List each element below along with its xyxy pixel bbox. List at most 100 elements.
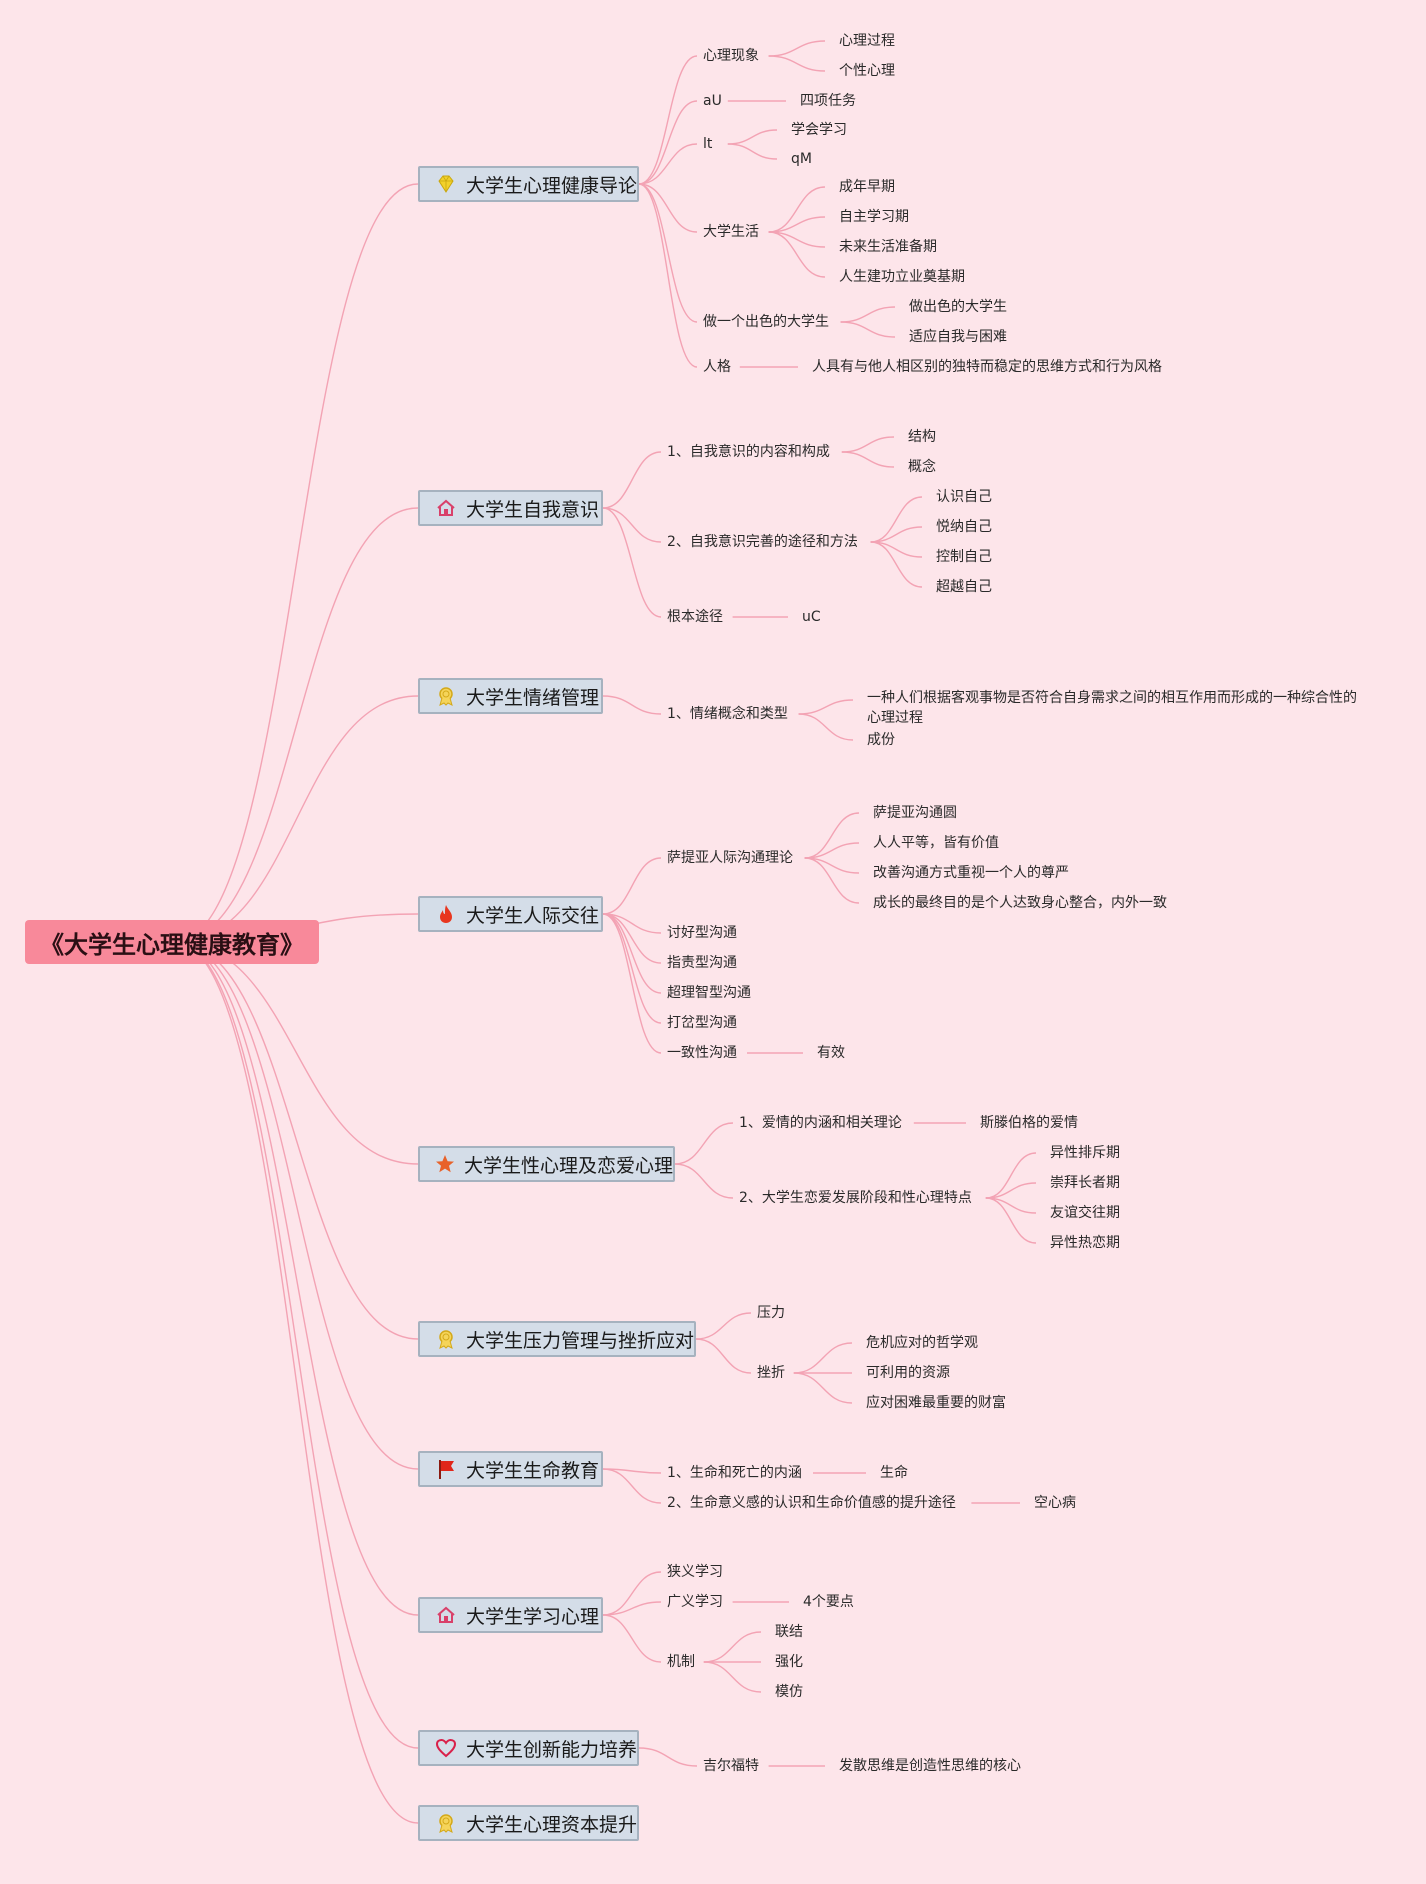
topic-node[interactable]: aU (703, 93, 722, 109)
topic-node[interactable]: 根本途径 (667, 609, 723, 625)
branch-to-topic-link (638, 1747, 698, 1767)
subtopic-node[interactable]: 异性热恋期 (1050, 1235, 1120, 1251)
topic-node[interactable]: 人格 (703, 359, 731, 375)
topic-node[interactable]: 1、情绪概念和类型 (667, 706, 788, 722)
subtopic-node[interactable]: 个性心理 (839, 63, 895, 79)
topic-node[interactable]: 挫折 (757, 1365, 785, 1381)
root-to-branch-link (174, 941, 419, 1749)
branch-node[interactable]: 大学生性心理及恋爱心理 (418, 1146, 675, 1182)
branch-to-topic-link (602, 1601, 662, 1616)
subtopic-node[interactable]: 萨提亚沟通圆 (873, 805, 957, 821)
subtopic-node[interactable]: 人具有与他人相区别的独特而稳定的思维方式和行为风格 (812, 359, 1162, 375)
subtopic-node[interactable]: 自主学习期 (839, 209, 909, 225)
subtopic-node[interactable]: 改善沟通方式重视一个人的尊严 (873, 865, 1069, 881)
branch-to-topic-link (674, 1122, 734, 1165)
topic-node[interactable]: 吉尔福特 (703, 1758, 759, 1774)
subtopic-node[interactable]: 异性排斥期 (1050, 1145, 1120, 1161)
subtopic-node[interactable]: 空心病 (1034, 1495, 1076, 1511)
branch-to-topic-link (638, 100, 698, 185)
branch-label: 大学生人际交往 (466, 904, 600, 927)
topic-to-subtopic-link (703, 1661, 762, 1693)
topic-to-subtopic-link (804, 857, 860, 904)
branch-node[interactable]: 大学生创新能力培养 (418, 1730, 639, 1766)
flame-icon (434, 902, 458, 926)
subtopic-node[interactable]: 成份 (867, 732, 895, 748)
subtopic-node[interactable]: 控制自己 (936, 549, 992, 565)
heart-icon (434, 1736, 458, 1760)
branch-to-topic-link (638, 183, 698, 368)
branch-node[interactable]: 大学生自我意识 (418, 490, 603, 526)
subtopic-node[interactable]: 生命 (880, 1465, 908, 1481)
topic-node[interactable]: 心理现象 (703, 48, 759, 64)
subtopic-node[interactable]: 未来生活准备期 (839, 239, 937, 255)
subtopic-node[interactable]: 结构 (908, 429, 936, 445)
topic-node[interactable]: 打岔型沟通 (667, 1015, 737, 1031)
subtopic-node[interactable]: uC (802, 609, 821, 625)
subtopic-node[interactable]: 人生建功立业奠基期 (839, 269, 965, 285)
subtopic-node[interactable]: 有效 (817, 1045, 845, 1061)
branch-label: 大学生生命教育 (466, 1459, 600, 1482)
subtopic-node[interactable]: 心理过程 (839, 33, 895, 49)
house-icon (434, 496, 458, 520)
topic-node[interactable]: 压力 (757, 1305, 785, 1321)
subtopic-node[interactable]: 成年早期 (839, 179, 895, 195)
topic-node[interactable]: 1、生命和死亡的内涵 (667, 1465, 802, 1481)
branch-node[interactable]: 大学生学习心理 (418, 1597, 603, 1633)
branch-node[interactable]: 大学生人际交往 (418, 896, 603, 932)
root-node[interactable]: 《大学生心理健康教育》 (25, 920, 319, 964)
topic-to-subtopic-link (768, 40, 826, 57)
topic-to-subtopic-link (870, 526, 923, 543)
subtopic-node[interactable]: 友谊交往期 (1050, 1205, 1120, 1221)
topic-node[interactable]: 1、自我意识的内容和构成 (667, 444, 830, 460)
topic-node[interactable]: 狭义学习 (667, 1564, 723, 1580)
subtopic-node[interactable]: qM (791, 151, 812, 167)
subtopic-node[interactable]: 模仿 (775, 1684, 803, 1700)
topic-node[interactable]: 做一个出色的大学生 (703, 314, 829, 330)
subtopic-node[interactable]: 可利用的资源 (866, 1365, 950, 1381)
topic-to-subtopic-link (870, 496, 923, 543)
topic-node[interactable]: 2、大学生恋爱发展阶段和性心理特点 (739, 1190, 972, 1206)
topic-to-subtopic-link (985, 1197, 1037, 1244)
branch-node[interactable]: 大学生心理健康导论 (418, 166, 639, 202)
subtopic-node[interactable]: 崇拜长者期 (1050, 1175, 1120, 1191)
subtopic-node[interactable]: 超越自己 (936, 579, 992, 595)
subtopic-node[interactable]: 四项任务 (800, 93, 856, 109)
topic-node[interactable]: 2、生命意义感的认识和生命价值感的提升途径 (667, 1495, 956, 1511)
subtopic-node[interactable]: 概念 (908, 459, 936, 475)
subtopic-node[interactable]: 斯滕伯格的爱情 (980, 1115, 1078, 1131)
topic-node[interactable]: 1、爱情的内涵和相关理论 (739, 1115, 902, 1131)
branch-to-topic-link (602, 857, 662, 915)
topic-node[interactable]: 讨好型沟通 (667, 925, 737, 941)
topic-node[interactable]: 大学生活 (703, 224, 759, 240)
subtopic-node[interactable]: 成长的最终目的是个人达致身心整合，内外一致 (873, 895, 1167, 911)
topic-node[interactable]: 2、自我意识完善的途径和方法 (667, 534, 858, 550)
subtopic-node[interactable]: 强化 (775, 1654, 803, 1670)
subtopic-node[interactable]: 一种人们根据客观事物是否符合自身需求之间的相互作用而形成的一种综合性的心理过程 (867, 690, 1357, 726)
topic-node[interactable]: 机制 (667, 1654, 695, 1670)
branch-to-topic-link (638, 55, 698, 185)
subtopic-node[interactable]: 4个要点 (803, 1594, 854, 1610)
topic-to-subtopic-link (727, 129, 778, 145)
branch-node[interactable]: 大学生压力管理与挫折应对 (418, 1321, 696, 1357)
gem-icon (434, 172, 458, 196)
subtopic-node[interactable]: 发散思维是创造性思维的核心 (839, 1758, 1021, 1774)
topic-node[interactable]: lt (703, 136, 713, 152)
topic-node[interactable]: 广义学习 (667, 1594, 723, 1610)
topic-to-subtopic-link (840, 306, 896, 323)
subtopic-node[interactable]: 做出色的大学生 (909, 299, 1007, 315)
branch-node[interactable]: 大学生心理资本提升 (418, 1805, 639, 1841)
subtopic-node[interactable]: 学会学习 (791, 122, 847, 138)
topic-node[interactable]: 指责型沟通 (667, 955, 737, 971)
topic-node[interactable]: 超理智型沟通 (667, 985, 751, 1001)
subtopic-node[interactable]: 应对困难最重要的财富 (866, 1395, 1006, 1411)
topic-node[interactable]: 萨提亚人际沟通理论 (667, 850, 793, 866)
subtopic-node[interactable]: 适应自我与困难 (909, 329, 1007, 345)
subtopic-node[interactable]: 联结 (775, 1624, 803, 1640)
subtopic-node[interactable]: 危机应对的哲学观 (866, 1335, 978, 1351)
subtopic-node[interactable]: 认识自己 (936, 489, 992, 505)
topic-node[interactable]: 一致性沟通 (667, 1045, 737, 1061)
branch-node[interactable]: 大学生生命教育 (418, 1451, 603, 1487)
subtopic-node[interactable]: 悦纳自己 (936, 519, 992, 535)
branch-node[interactable]: 大学生情绪管理 (418, 678, 603, 714)
subtopic-node[interactable]: 人人平等，皆有价值 (873, 835, 999, 851)
